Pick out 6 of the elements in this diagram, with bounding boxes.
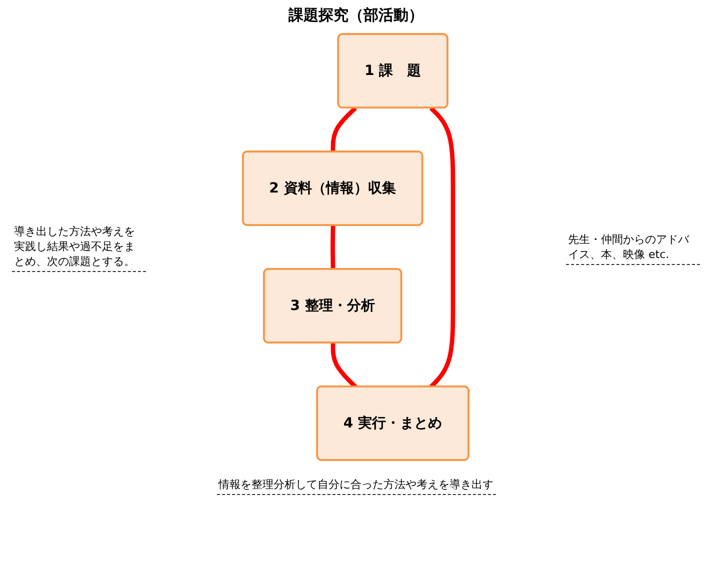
diagram-title: 課題探究（部活動） xyxy=(287,6,424,25)
note-text: 情報を整理分析して自分に合った方法や考えを導き出す xyxy=(216,475,496,495)
connector xyxy=(331,106,358,152)
note-text: 導き出した方法や考えを実践し結果や過不足をまとめ、次の課題とする。 xyxy=(12,222,146,272)
connector xyxy=(330,225,336,270)
note-text: 先生・仲間からのアドバイス、本、映像 etc. xyxy=(566,230,700,264)
